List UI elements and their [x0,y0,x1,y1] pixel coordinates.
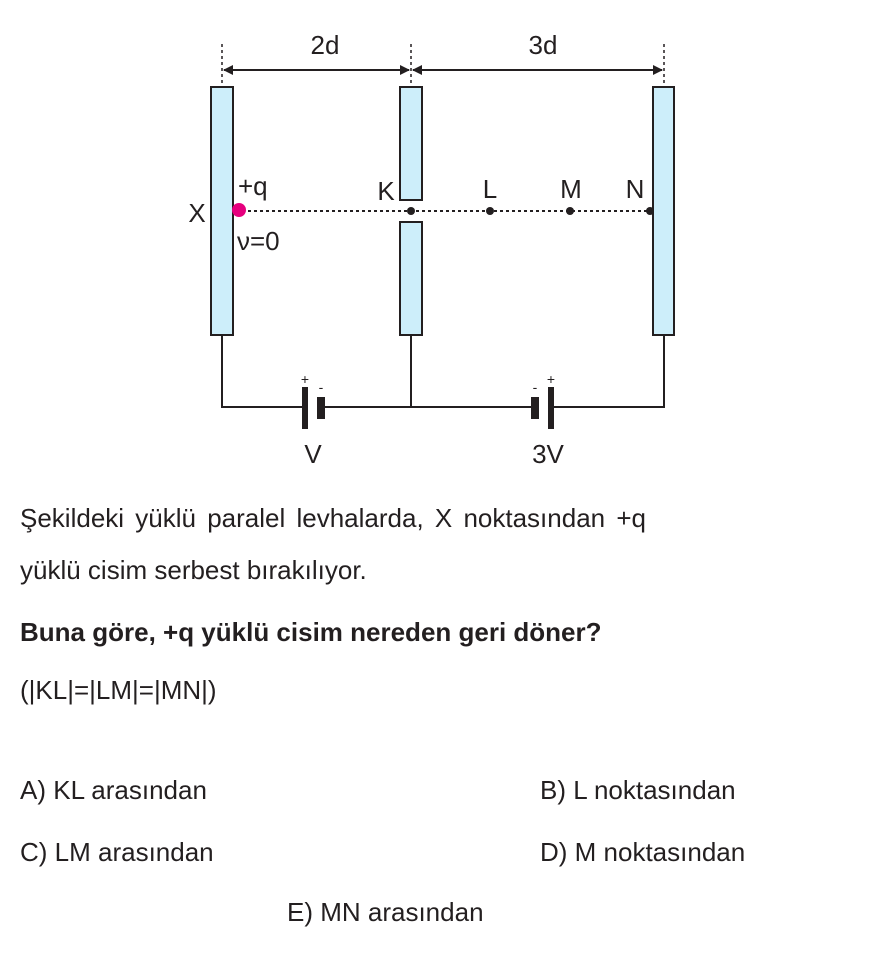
circuit-diagram: 2d 3d + - - + V 3V X +q ν=0 K L M N [188,30,675,469]
point-m-marker [566,207,574,215]
battery-right-plus: + [547,371,555,387]
label-m: M [560,174,582,204]
question-statement-line2: yüklü cisim serbest bırakılıyor. [20,555,367,585]
question-statement-line1: Şekildeki yüklü paralel levhalarda, X no… [20,503,646,533]
plate-middle-top [399,86,423,201]
label-l: L [483,174,497,204]
question-prompt: Buna göre, +q yüklü cisim nereden geri d… [20,617,602,647]
battery-right-label: 3V [532,439,564,469]
battery-right [531,387,554,429]
label-charge: +q [238,171,268,201]
option-b[interactable]: B) L noktasından [540,775,736,805]
label-k: K [377,176,395,206]
label-velocity: ν=0 [237,226,280,256]
battery-left [302,387,325,429]
option-d[interactable]: D) M noktasından [540,837,746,867]
question-condition: (|KL|=|LM|=|MN|) [20,675,217,705]
label-n: N [626,174,645,204]
label-x: X [188,198,205,228]
battery-left-plus: + [301,371,309,387]
option-a[interactable]: A) KL arasından [20,775,207,805]
plate-middle-bottom [399,221,423,336]
point-l-marker [486,207,494,215]
dimension-guides [221,44,665,87]
plate-right [652,86,675,336]
point-n-marker [646,207,654,215]
battery-right-minus: - [533,379,538,395]
dimension-label-3d: 3d [529,30,558,60]
battery-left-label: V [304,439,322,469]
circuit-wires [221,335,665,408]
point-k-marker [407,207,415,215]
battery-left-minus: - [319,379,324,395]
charge-particle [232,203,246,217]
option-c[interactable]: C) LM arasından [20,837,214,867]
option-e[interactable]: E) MN arasından [287,897,484,927]
dimension-label-2d: 2d [311,30,340,60]
plate-x [210,86,234,336]
